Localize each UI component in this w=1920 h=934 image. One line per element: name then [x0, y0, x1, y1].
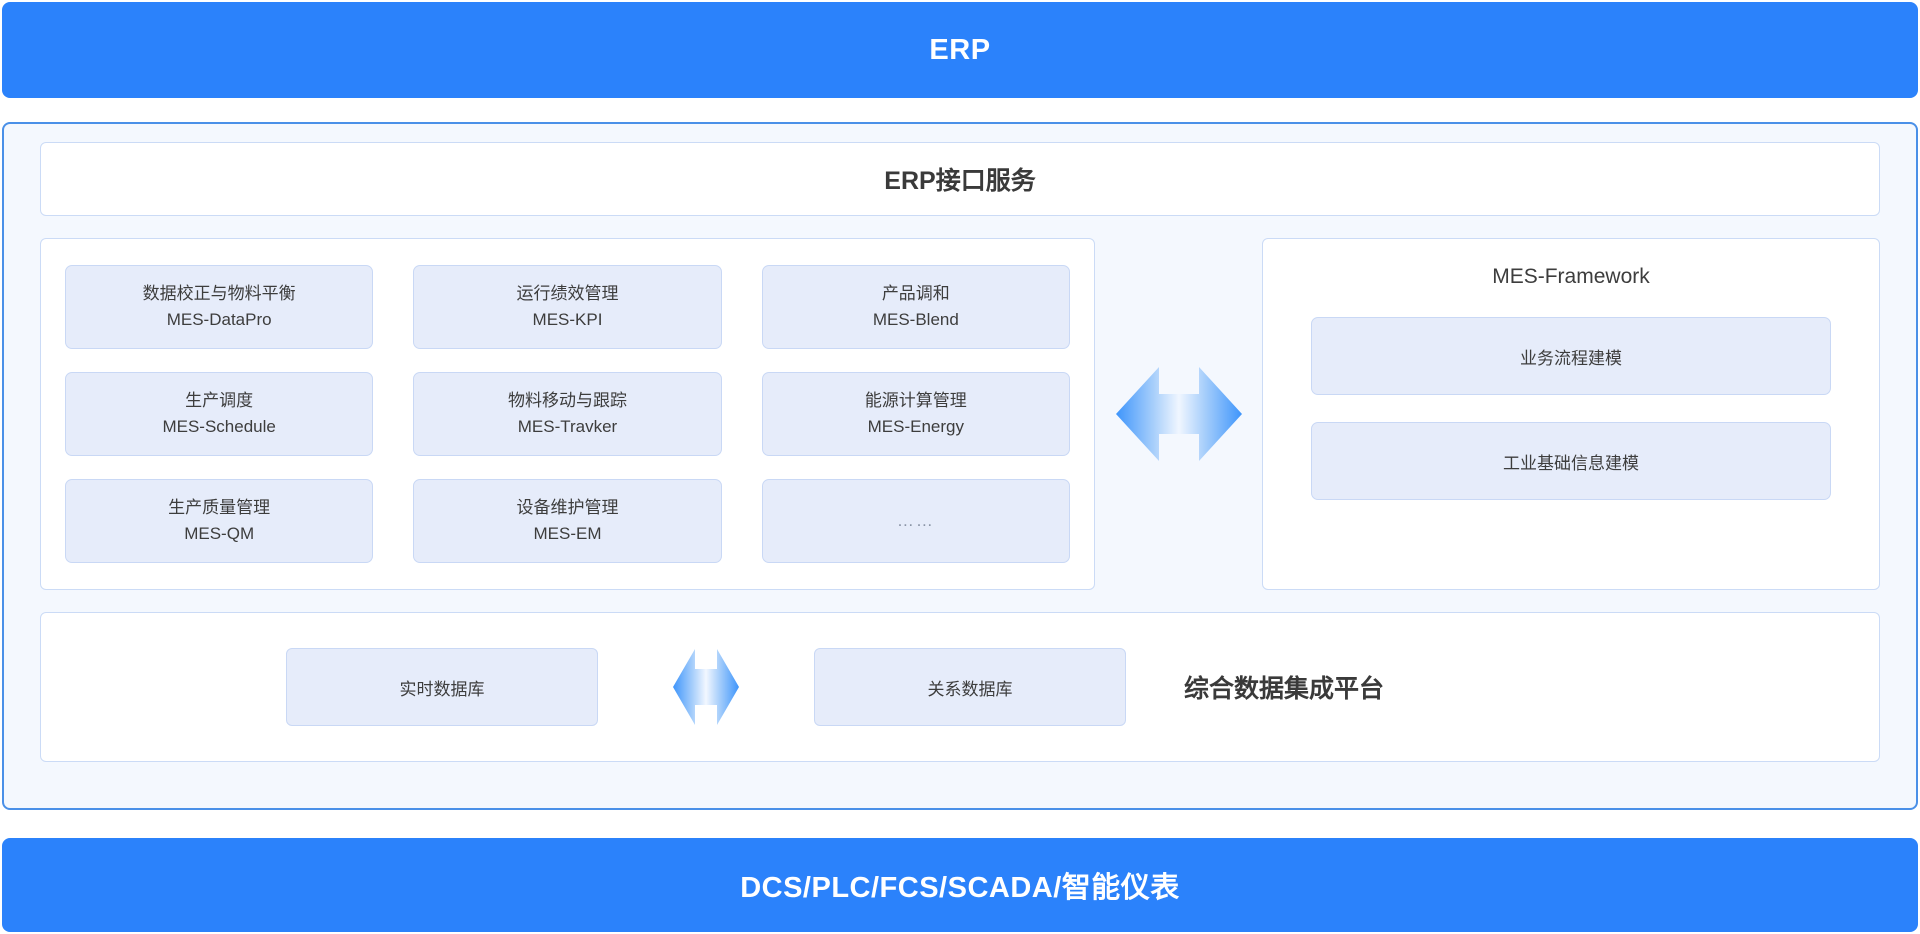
module-card-ellipsis: ……: [896, 510, 935, 530]
erp-interface-service-label: ERP接口服务: [884, 167, 1036, 195]
module-card-mes-qm[interactable]: 生产质量管理 MES-QM: [65, 479, 374, 563]
module-card-title-cn: 生产质量管理: [168, 497, 271, 517]
module-card-title-en: MES-EM: [533, 524, 602, 543]
relational-database-label: 关系数据库: [927, 679, 1013, 699]
module-card-title-en: MES-Travker: [517, 417, 618, 436]
module-card-title-en: MES-Schedule: [162, 417, 276, 436]
framework-card-industrial-info-modeling[interactable]: 工业基础信息建模: [1311, 422, 1831, 500]
module-card-mes-energy[interactable]: 能源计算管理 MES-Energy: [761, 372, 1070, 456]
module-card-title-cn: 物料移动与跟踪: [507, 390, 627, 410]
mes-framework-panel: MES-Framework 业务流程建模 工业基础信息建模: [1262, 238, 1880, 590]
mes-modules-row-1: 数据校正与物料平衡 MES-DataPro 运行绩效管理 MES-KPI 产品调…: [65, 265, 1070, 349]
module-card-title-en: MES-Blend: [872, 310, 959, 329]
framework-card-business-process-modeling[interactable]: 业务流程建模: [1311, 317, 1831, 395]
realtime-database-card[interactable]: 实时数据库: [286, 648, 598, 726]
mes-modules-row-3: 生产质量管理 MES-QM 设备维护管理 MES-EM ……: [65, 479, 1070, 563]
module-card-title-en: MES-Energy: [867, 417, 964, 436]
module-card-title-en: MES-KPI: [532, 310, 603, 329]
erp-interface-service-bar: ERP接口服务: [40, 142, 1880, 216]
data-integration-platform-label: 综合数据集成平台: [1184, 675, 1385, 703]
module-card-title-cn: 设备维护管理: [516, 497, 619, 517]
bidirectional-arrow-icon: [673, 649, 739, 725]
erp-top-banner: ERP: [2, 2, 1918, 98]
module-card-title-cn: 产品调和: [881, 283, 950, 303]
framework-card-label: 业务流程建模: [1520, 348, 1622, 368]
relational-database-card[interactable]: 关系数据库: [814, 648, 1126, 726]
mes-modules-row-2: 生产调度 MES-Schedule 物料移动与跟踪 MES-Travker 能源…: [65, 372, 1070, 456]
control-systems-banner-label: DCS/PLC/FCS/SCADA/智能仪表: [740, 872, 1180, 904]
module-card-mes-blend[interactable]: 产品调和 MES-Blend: [761, 265, 1070, 349]
module-card-title-en: MES-QM: [184, 524, 255, 543]
module-card-title-cn: 运行绩效管理: [516, 283, 619, 303]
bidirectional-arrow-icon: [1115, 367, 1242, 461]
mes-platform-container: ERP接口服务 数据校正与物料平衡 MES-DataPro 运行绩效管理 MES…: [2, 122, 1918, 810]
control-systems-bottom-banner: DCS/PLC/FCS/SCADA/智能仪表: [2, 838, 1918, 932]
module-card-mes-em[interactable]: 设备维护管理 MES-EM: [413, 479, 722, 563]
module-card-mes-datapro[interactable]: 数据校正与物料平衡 MES-DataPro: [65, 265, 374, 349]
mes-modules-row: 数据校正与物料平衡 MES-DataPro 运行绩效管理 MES-KPI 产品调…: [40, 238, 1880, 590]
data-integration-platform: 实时数据库 关系数据库: [40, 612, 1880, 762]
module-card-title-cn: 能源计算管理: [864, 390, 967, 410]
mes-modules-panel: 数据校正与物料平衡 MES-DataPro 运行绩效管理 MES-KPI 产品调…: [40, 238, 1095, 590]
mes-framework-title: MES-Framework: [1492, 265, 1650, 288]
module-card-title-cn: 数据校正与物料平衡: [142, 283, 296, 303]
module-card-mes-travker[interactable]: 物料移动与跟踪 MES-Travker: [413, 372, 722, 456]
modules-framework-link: [1095, 238, 1262, 590]
module-card-mes-kpi[interactable]: 运行绩效管理 MES-KPI: [413, 265, 722, 349]
realtime-database-label: 实时数据库: [399, 679, 485, 699]
erp-top-banner-label: ERP: [929, 33, 991, 66]
database-link: [598, 639, 814, 735]
framework-card-label: 工业基础信息建模: [1503, 453, 1639, 473]
module-card-title-en: MES-DataPro: [166, 310, 272, 329]
module-card-more[interactable]: ……: [761, 479, 1070, 563]
module-card-title-cn: 生产调度: [185, 390, 254, 410]
module-card-mes-schedule[interactable]: 生产调度 MES-Schedule: [65, 372, 374, 456]
